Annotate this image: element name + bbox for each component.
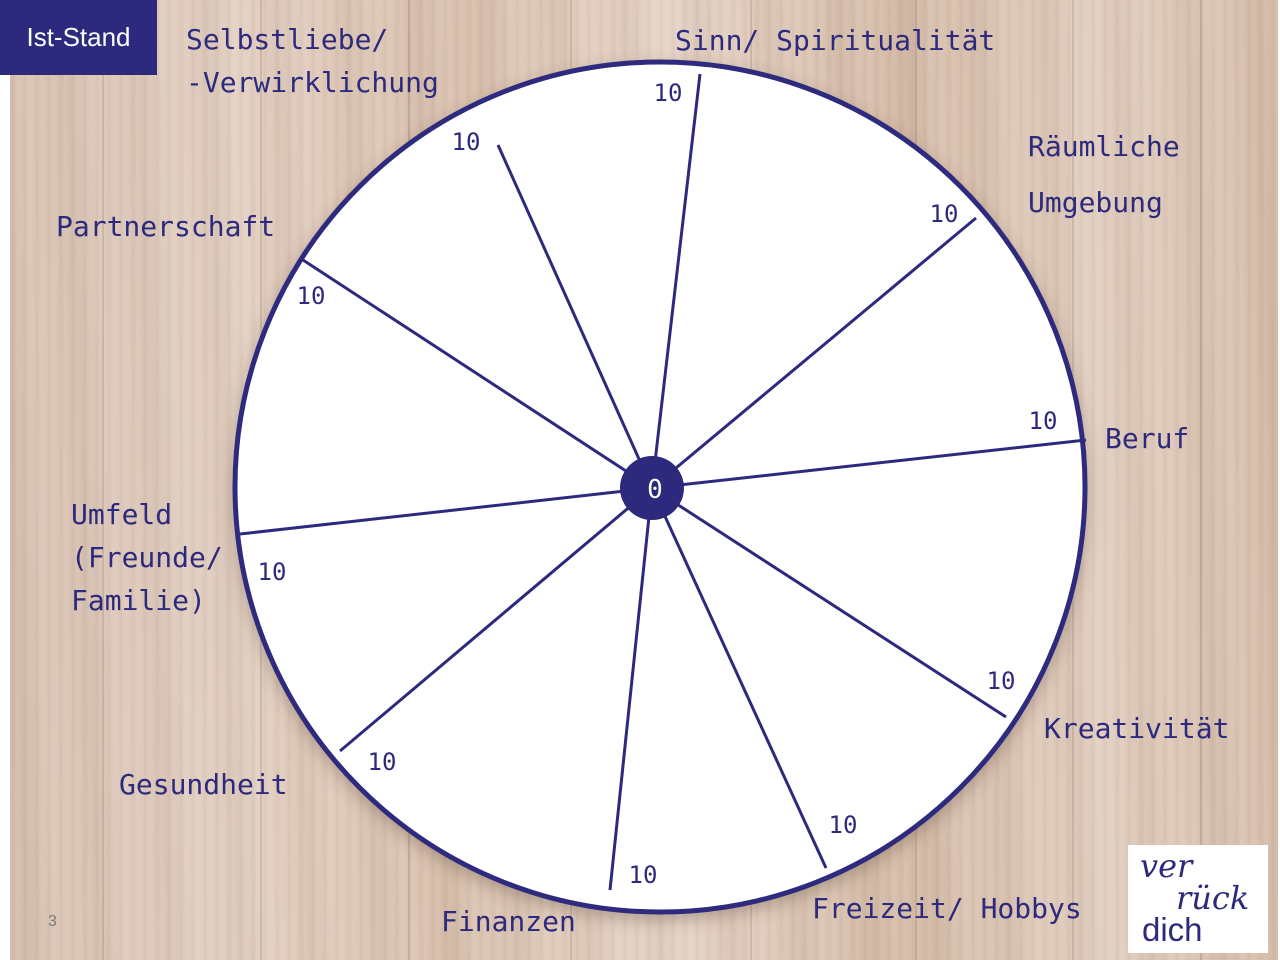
label-umfeld: Umfeld(Freunde/Familie) <box>71 498 223 617</box>
spoke-8 <box>302 258 653 490</box>
spoke-2 <box>651 438 1087 490</box>
brand-logo: ver rück dich <box>1128 845 1268 953</box>
logo-line-2: rück <box>1176 879 1250 917</box>
segment-max-values: 10 10 10 10 10 10 10 10 10 10 <box>258 79 1058 889</box>
wheel-spokes <box>239 73 1087 891</box>
logo-line-3: dich <box>1142 911 1203 948</box>
spoke-7 <box>239 486 653 536</box>
label-kreativitaet: Kreativität <box>1044 712 1230 745</box>
segment-max-4: 10 <box>829 811 858 839</box>
label-finanzen: Finanzen <box>441 905 576 938</box>
spoke-9 <box>496 144 654 489</box>
label-sinn-spiritualitaet: Sinn/ Spiritualität <box>675 24 996 57</box>
label-gesundheit: Gesundheit <box>119 768 288 801</box>
page-number: 3 <box>48 913 57 930</box>
segment-max-3: 10 <box>987 667 1016 695</box>
segment-max-6: 10 <box>368 748 397 776</box>
segment-max-0: 10 <box>654 79 683 107</box>
label-beruf: Beruf <box>1105 422 1190 455</box>
center-hub <box>620 456 684 520</box>
segment-max-8: 10 <box>297 282 326 310</box>
segment-max-5: 10 <box>629 861 658 889</box>
center-value: 0 <box>647 475 663 505</box>
spoke-4 <box>650 487 828 869</box>
label-partnerschaft: Partnerschaft <box>56 210 276 243</box>
spoke-0 <box>650 73 702 489</box>
spoke-5 <box>608 487 654 891</box>
label-selbstliebe: Selbstliebe/-Verwirklichung <box>186 23 439 99</box>
status-badge: Ist-Stand <box>0 0 157 75</box>
segment-max-7: 10 <box>258 558 287 586</box>
segment-max-1: 10 <box>930 200 959 228</box>
segment-max-9: 10 <box>452 128 481 156</box>
label-freizeit-hobbys: Freizeit/ Hobbys <box>812 892 1082 925</box>
logo-line-1: ver <box>1140 847 1193 885</box>
segment-max-2: 10 <box>1029 407 1058 435</box>
spoke-6 <box>339 486 653 753</box>
spoke-1 <box>651 216 977 490</box>
spoke-3 <box>651 486 1007 719</box>
